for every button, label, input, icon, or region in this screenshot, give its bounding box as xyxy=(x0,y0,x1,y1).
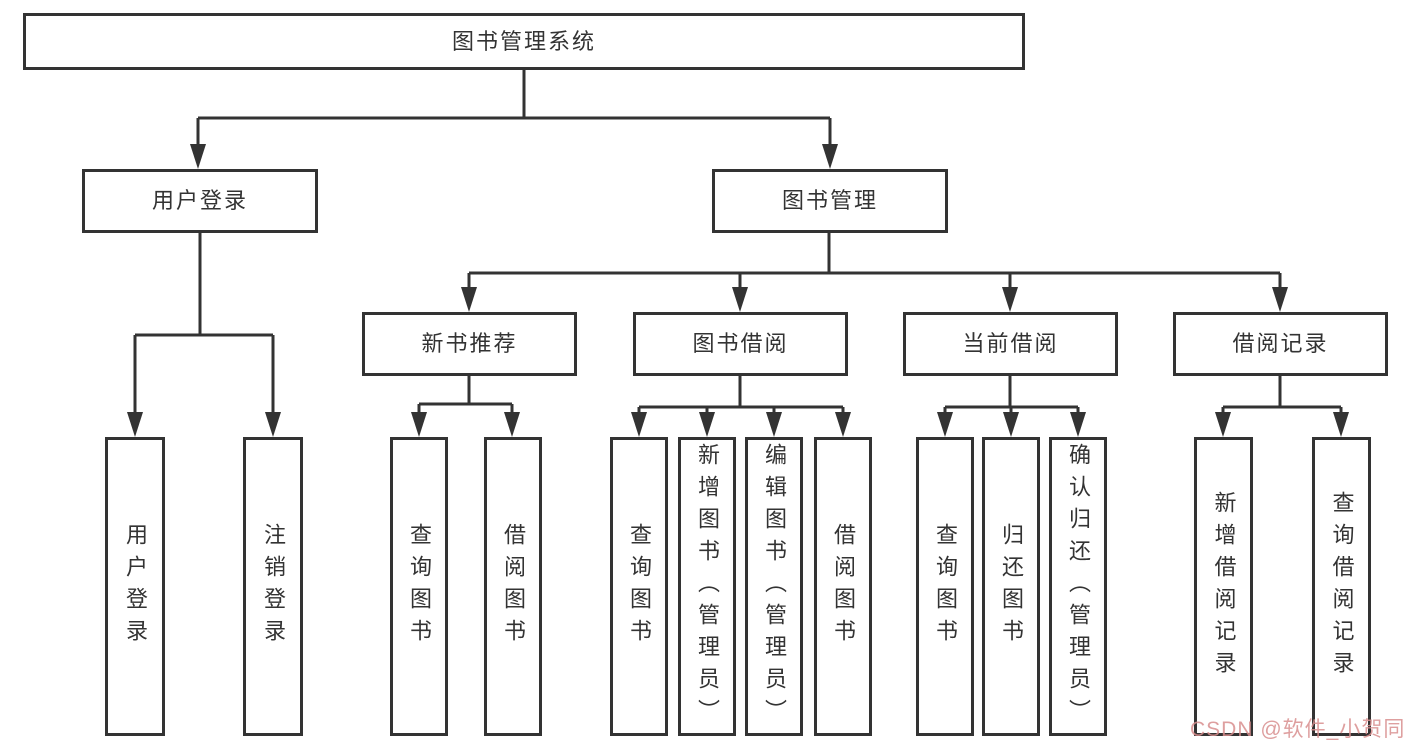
node-current-borrow: 当前借阅 xyxy=(903,312,1118,376)
node-label: 查询图书 xyxy=(627,522,652,651)
node-label: 编辑图书（管理员） xyxy=(762,442,787,731)
node-label: 当前借阅 xyxy=(962,331,1059,356)
leaf-logout: 注销登录 xyxy=(243,437,303,736)
node-label: 查询图书 xyxy=(407,522,432,651)
node-label: 归还图书 xyxy=(999,522,1024,651)
node-label: 借阅记录 xyxy=(1232,331,1329,356)
node-label: 注销登录 xyxy=(261,522,286,651)
node-user-login: 用户登录 xyxy=(82,169,318,233)
leaf-query-books-current: 查询图书 xyxy=(916,437,974,736)
leaf-add-borrow-record: 新增借阅记录 xyxy=(1194,437,1253,736)
node-label: 用户登录 xyxy=(151,188,248,213)
node-library-system: 图书管理系统 xyxy=(23,13,1025,70)
node-borrow-records: 借阅记录 xyxy=(1173,312,1388,376)
node-label: 确认归还（管理员） xyxy=(1066,442,1091,731)
node-label: 新书推荐 xyxy=(421,331,518,356)
leaf-add-book-admin: 新增图书（管理员） xyxy=(678,437,736,736)
leaf-user-login: 用户登录 xyxy=(105,437,165,736)
leaf-borrow-books: 借阅图书 xyxy=(814,437,872,736)
leaf-borrow-books-recommend: 借阅图书 xyxy=(484,437,542,736)
node-book-management: 图书管理 xyxy=(712,169,948,233)
node-label: 图书管理系统 xyxy=(451,28,596,54)
leaf-edit-book-admin: 编辑图书（管理员） xyxy=(745,437,803,736)
node-label: 图书借阅 xyxy=(692,331,789,356)
node-label: 新增图书（管理员） xyxy=(695,442,720,731)
node-book-borrow: 图书借阅 xyxy=(633,312,848,376)
leaf-return-books: 归还图书 xyxy=(982,437,1040,736)
node-label: 用户登录 xyxy=(123,522,148,651)
node-label: 查询图书 xyxy=(933,522,958,651)
leaf-query-borrow-record: 查询借阅记录 xyxy=(1312,437,1371,736)
node-label: 新增借阅记录 xyxy=(1211,490,1237,683)
node-label: 借阅图书 xyxy=(831,522,856,651)
node-label: 查询借阅记录 xyxy=(1329,490,1355,683)
node-label: 图书管理 xyxy=(781,188,878,213)
node-label: 借阅图书 xyxy=(501,522,526,651)
node-new-book-recommend: 新书推荐 xyxy=(362,312,577,376)
leaf-confirm-return-admin: 确认归还（管理员） xyxy=(1049,437,1107,736)
arrowheads xyxy=(127,144,1349,437)
leaf-query-books-borrow: 查询图书 xyxy=(610,437,668,736)
leaf-query-books-recommend: 查询图书 xyxy=(390,437,448,736)
csdn-watermark: CSDN @软件_小贺同学 xyxy=(1190,718,1405,741)
